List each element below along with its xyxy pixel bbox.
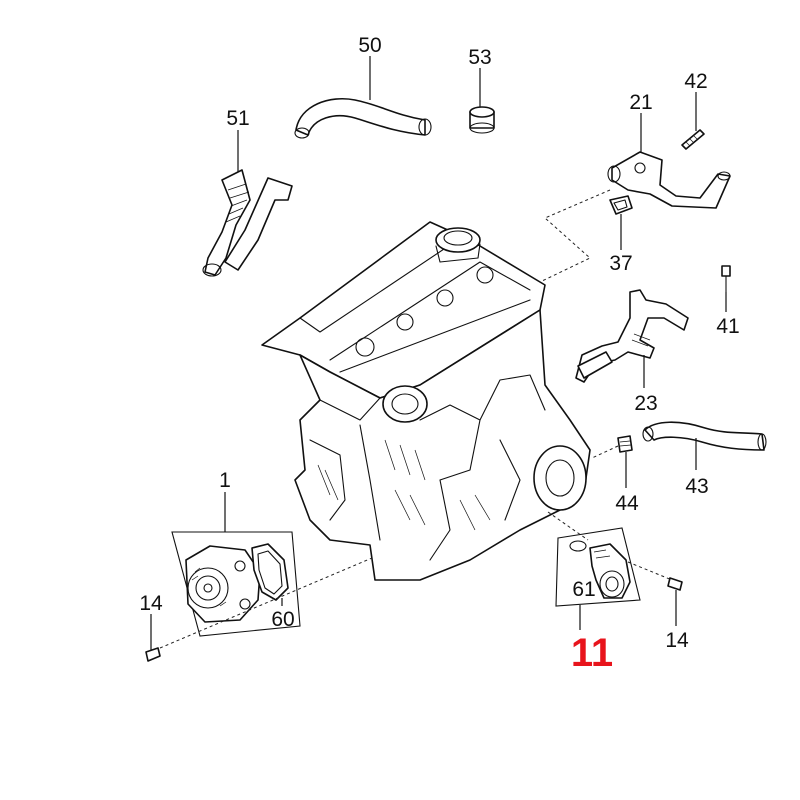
callout-51: 51 (226, 107, 249, 130)
part-43-hose (642, 421, 767, 451)
callout-60: 60 (271, 608, 294, 631)
callout-23: 23 (634, 392, 657, 415)
part-14-bolt-left (145, 647, 161, 662)
part-50-hose (294, 98, 432, 139)
callout-43: 43 (685, 475, 708, 498)
callout-41: 41 (716, 315, 739, 338)
part-60-gasket (251, 543, 289, 601)
callout-44: 44 (615, 492, 639, 515)
callout-11: 11 (571, 631, 613, 675)
callout-37: 37 (609, 252, 632, 275)
part-1-water-pump (185, 545, 261, 623)
callout-14-left: 14 (139, 592, 163, 615)
callout-53: 53 (468, 46, 491, 69)
part-21-housing (607, 151, 731, 209)
part-23-pipe (575, 289, 689, 383)
part-14-bolt-right (667, 577, 683, 591)
part-44-fitting (617, 435, 633, 453)
engine-block (261, 221, 591, 581)
part-61-o-ring (569, 540, 587, 552)
part-37-gasket (609, 195, 633, 215)
part-41-sensor (721, 265, 731, 293)
callout-14-right: 14 (665, 629, 689, 652)
callout-1: 1 (219, 469, 231, 492)
part-42-bolt (681, 129, 705, 150)
part-53-clamp (469, 106, 495, 134)
part-51-hose (202, 169, 293, 277)
callout-61: 61 (572, 578, 595, 601)
part-11-thermostat (589, 543, 631, 599)
callout-21: 21 (629, 91, 652, 114)
callout-50: 50 (358, 34, 381, 57)
callout-42: 42 (684, 70, 707, 93)
